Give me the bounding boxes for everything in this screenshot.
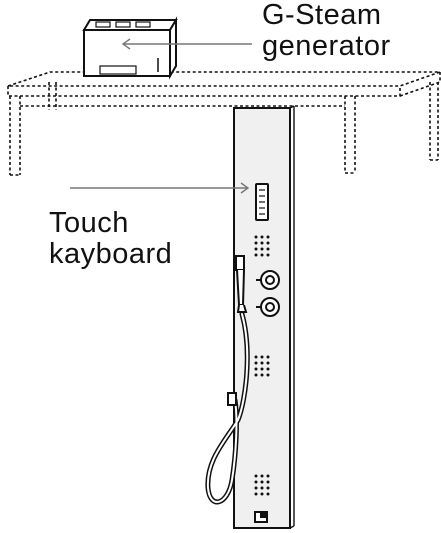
body-jet-top-icon <box>254 235 270 257</box>
keyboard-label-line1: Touch <box>49 207 129 239</box>
generator-arrow <box>121 38 252 50</box>
keyboard-label: Touch kayboard <box>49 208 172 270</box>
generator-label: G-Steam generator <box>262 0 391 62</box>
touch-keyboard-icon <box>255 183 269 221</box>
keyboard-label-line2: kayboard <box>49 238 173 270</box>
generator-label-line1: G-Steam <box>262 0 382 31</box>
shower-hose-icon <box>205 311 250 505</box>
bottom-outlet-icon <box>254 511 268 523</box>
body-jet-bottom-icon <box>254 474 270 496</box>
body-jet-middle-icon <box>254 355 270 377</box>
hand-shower-icon <box>235 255 248 313</box>
keyboard-arrow <box>70 182 250 194</box>
ceiling-frame <box>7 71 441 176</box>
steam-generator-box-icon <box>82 16 178 80</box>
generator-label-line2: generator <box>262 30 391 62</box>
control-knob-upper-icon <box>256 270 280 290</box>
control-knob-lower-icon <box>256 297 280 317</box>
shower-column-icon <box>233 105 295 529</box>
